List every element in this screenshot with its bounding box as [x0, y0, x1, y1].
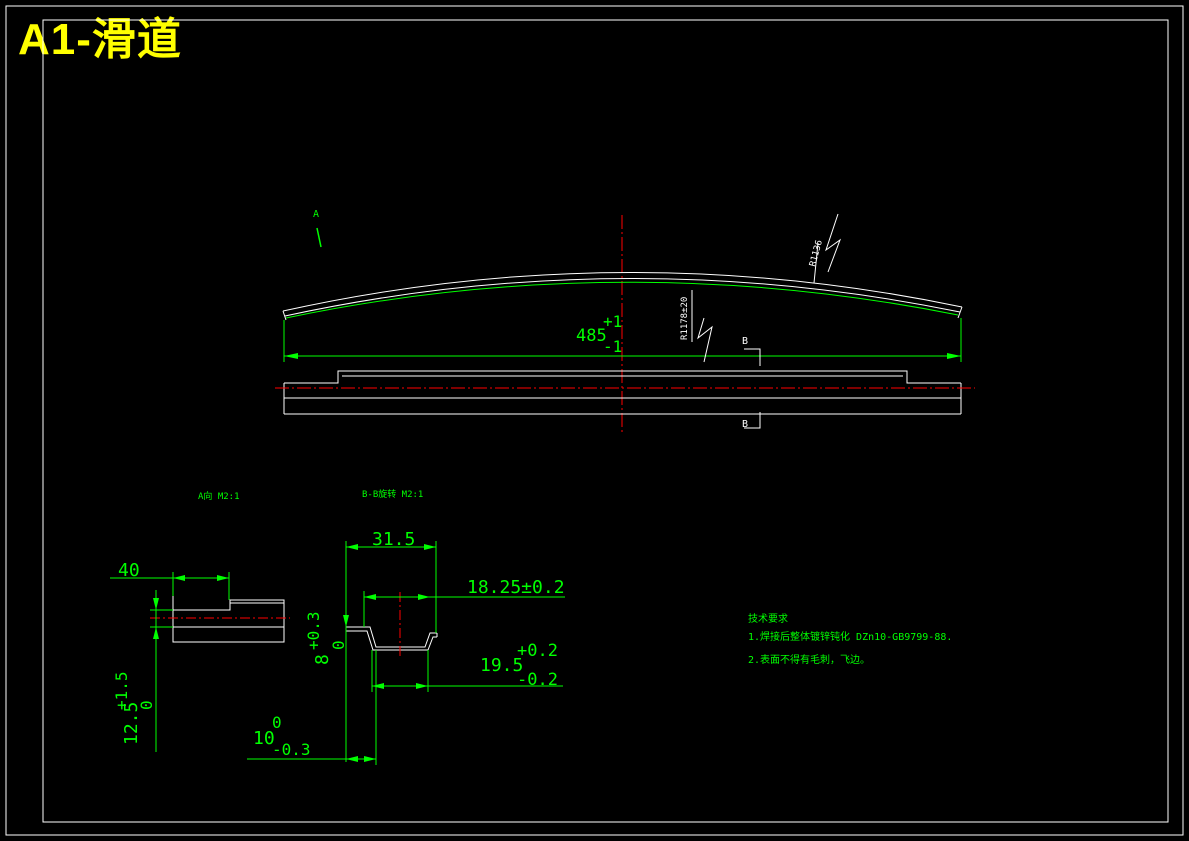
dim-8-tol-lower: 0	[329, 640, 348, 650]
inner-frame	[42, 19, 1169, 823]
drawing-title: A1-滑道	[18, 15, 182, 64]
tech-req-item-1: 1.焊接后整体镀锌钝化 DZn10-GB9799-88.	[748, 630, 952, 643]
dim-8-tol-upper: +0.3	[304, 611, 323, 650]
arc-mid	[284, 277, 961, 317]
dim-18-25-arrow-left	[364, 594, 376, 600]
arc-end-left	[282, 310, 287, 321]
dim-19-5: 19.5	[480, 655, 523, 676]
section-b-bottom-marker	[744, 412, 761, 429]
dim-10-arrow-right	[364, 756, 376, 762]
arc-end-right	[957, 306, 963, 319]
dim-10: 10	[253, 728, 275, 749]
r1178-break	[697, 317, 713, 363]
dim-12-5-tol-upper: +1.5	[112, 671, 131, 710]
tech-req-item-2: 2.表面不得有毛刺，飞边。	[748, 653, 870, 666]
bar-top-step	[284, 370, 961, 384]
dim-40-arrow-right	[217, 575, 229, 581]
outer-frame	[5, 5, 1184, 836]
main-view: A 485 +1 -1 R1178±20 R1136 B B	[275, 209, 975, 433]
dim-40: 40	[118, 560, 140, 581]
view-a-outline	[172, 596, 285, 643]
dim-485-tol-upper: +1	[603, 312, 622, 331]
section-bb-label: B-B旋转 M2:1	[362, 488, 423, 500]
radius-outer-label: R1136	[808, 239, 825, 268]
r1136-leader	[813, 242, 819, 284]
dim-8: 8	[312, 654, 333, 665]
dim-8-arrow-top	[343, 615, 349, 627]
dim-10-arrow-left	[346, 756, 358, 762]
dim-31-5: 31.5	[372, 529, 415, 550]
dim-19-5-arrow-left	[372, 683, 384, 689]
view-a-arrow	[316, 227, 322, 248]
view-a-marker: A	[313, 209, 319, 220]
dim-31-5-arrow-right	[424, 544, 436, 550]
dim-19-5-arrow-right	[416, 683, 428, 689]
radius-inner-label: R1178±20	[680, 297, 690, 340]
arc-inner	[285, 281, 959, 319]
dim-485-arrow-right	[947, 353, 961, 359]
dim-10-tol-upper: 0	[272, 713, 282, 732]
tech-req-heading: 技术要求	[748, 612, 788, 625]
dim-18-25: 18.25±0.2	[467, 577, 565, 598]
dim-19-5-tol-upper: +0.2	[517, 641, 558, 661]
dim-18-25-arrow-right	[418, 594, 430, 600]
dim-485-arrow-left	[284, 353, 298, 359]
dim-40-arrow-left	[173, 575, 185, 581]
dim-10-tol-lower: -0.3	[272, 740, 311, 759]
section-bb: B-B旋转 M2:1 31.5 18.25±0.2 19.5 +0.2 -0.2…	[247, 488, 565, 765]
dim-12-5-arrow-bottom	[153, 627, 159, 639]
section-b-top: B	[742, 336, 748, 347]
dim-485-tol-lower: -1	[603, 337, 622, 356]
section-b-bottom: B	[742, 419, 748, 430]
arc-outer	[282, 271, 963, 312]
section-bb-profile-outer	[346, 626, 437, 648]
view-a: A向 M2:1 40 12.5 +1.5 0	[110, 490, 290, 752]
technical-requirements: 技术要求 1.焊接后整体镀锌钝化 DZn10-GB9799-88. 2.表面不得…	[748, 612, 952, 666]
dim-31-5-arrow-left	[346, 544, 358, 550]
view-a-label: A向 M2:1	[198, 490, 240, 502]
section-b-top-marker	[744, 348, 761, 366]
dim-19-5-tol-lower: -0.2	[517, 670, 558, 690]
dim-12-5-arrow-top	[153, 598, 159, 610]
dim-485: 485	[576, 326, 607, 346]
r1136-break	[825, 213, 842, 273]
dim-12-5: 12.5	[121, 702, 142, 745]
dim-12-5-tol-lower: 0	[137, 700, 156, 710]
